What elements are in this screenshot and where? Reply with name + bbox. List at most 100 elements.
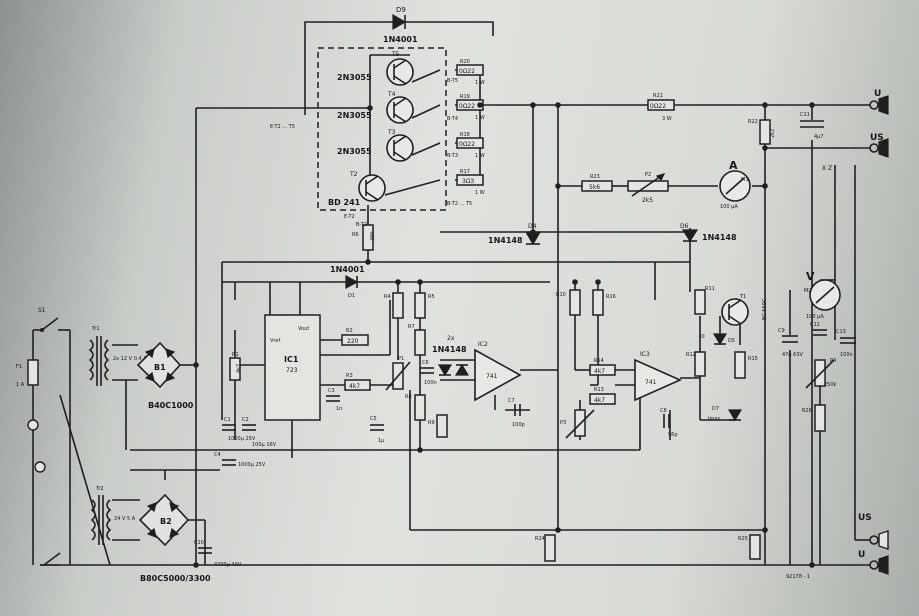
c3-value: 1n: [336, 406, 342, 412]
ic1-vout: Vout: [298, 326, 309, 332]
capacitor-c13: C13 100n: [836, 329, 856, 358]
capacitor-c6: C6 100n: [420, 360, 437, 386]
r16-ref: R16: [606, 294, 616, 300]
resistor-r12: R12: [686, 351, 706, 377]
c12-ref: C12: [810, 322, 820, 328]
r3-value: 4k7: [349, 383, 360, 390]
r20-ref: R20: [460, 59, 470, 65]
resistor-r18: R18 0Ω22 1 W: [456, 132, 485, 159]
voltmeter-symbol: V: [806, 270, 815, 283]
r23-value: 5k6: [589, 184, 600, 191]
resistor-r10: R10: [556, 289, 581, 316]
r1-value: 4k7: [236, 364, 242, 373]
r14-ref: R14: [594, 358, 604, 364]
r8-ref: R8: [405, 394, 412, 400]
capacitor-c3: C3 1n: [326, 388, 342, 412]
diode-pair-value: 1N4148: [432, 345, 467, 354]
terminal-u-plus-label: U: [874, 89, 881, 99]
label-b-t3: B-T3: [447, 153, 458, 159]
resistor-r6: R6 390: [352, 224, 376, 251]
label-b-t2: B-T2 ... T5: [447, 201, 472, 207]
diode-pair-count: 2x: [447, 335, 455, 342]
c8-ref: C8: [660, 408, 667, 414]
b1-ref: B1: [154, 363, 166, 372]
resistor-r1: R1 4k7: [229, 352, 242, 381]
transistor-t2: T2 BD 241: [328, 171, 386, 207]
p2-ref: P2: [645, 172, 651, 178]
r19-rating: 1 W: [475, 115, 485, 121]
r2-value: 220: [347, 338, 359, 345]
wiring: [32, 21, 870, 566]
resistor-r13: R13 4k7: [589, 387, 616, 405]
capacitor-c10: C10 4700μ 40V: [194, 540, 242, 568]
ic3-value: 741: [645, 379, 657, 386]
diode-pair: 2x 1N4148: [432, 335, 470, 377]
c9-ref: C9: [778, 328, 785, 334]
f1-ref: F1: [16, 364, 22, 370]
label-b-t4: B-T4: [447, 116, 458, 122]
c4-ref: C4: [214, 452, 221, 458]
resistor-r15: R15: [734, 351, 758, 379]
r20-rating: 1 W: [475, 80, 485, 86]
r24-ref: R24: [535, 536, 545, 542]
c13-value: 100n: [840, 352, 853, 358]
c4-value: 1000μ 25V: [238, 462, 266, 468]
r17-ref: R17: [460, 169, 470, 175]
t2-ref: T2: [349, 171, 358, 178]
r19-ref: R19: [460, 94, 470, 100]
r12-ref: R12: [686, 352, 696, 358]
tr2-secondary: 24 V 5 A: [114, 516, 136, 522]
d9-ref: D9: [396, 6, 406, 14]
led-d7: D7 Imax: [708, 406, 743, 422]
terminal-us-plus: US: [869, 133, 889, 158]
transistor-t1: T1 BC 550C: [721, 294, 768, 326]
r15-ref: R15: [748, 356, 758, 362]
figure-code: 92178 - 1: [786, 574, 810, 580]
label-b-t5: B-T5: [447, 78, 458, 84]
label-io: I0: [700, 334, 705, 340]
transformer-tr1: Tr1 2x 12 V 0.4 A: [88, 326, 147, 386]
ic1-value: 723: [286, 367, 298, 374]
resistor-r2: R2 220: [341, 328, 369, 346]
c11-value: 4μ7: [814, 134, 824, 140]
capacitor-c8: C8 56p: [660, 408, 678, 438]
r7-ref: R7: [408, 324, 415, 330]
capacitor-c11: C11 4μ7: [800, 112, 824, 140]
capacitor-c7: C7 100p: [508, 398, 525, 428]
c3-ref: C3: [328, 388, 335, 394]
ic3-ref: IC3: [640, 351, 650, 358]
resistor-r23: R23 5k6: [581, 174, 613, 192]
label-emitter-group: E-T2 ... T5: [270, 124, 295, 130]
d5-ref: D5: [728, 338, 735, 344]
r25-ref: R25: [738, 536, 748, 542]
t5-ref: T5: [391, 51, 400, 58]
c1-value: 1000μ 25V: [228, 436, 256, 442]
power-stage-box: [317, 47, 447, 211]
resistor-r14: R14 4k7: [589, 358, 616, 376]
r21-rating: 3 W: [662, 116, 672, 122]
ic1-723: IC1 723 Vout Vref: [264, 314, 321, 421]
c8-value: 56p: [668, 432, 678, 438]
bridge-b1: B1 B40C1000: [136, 341, 194, 410]
r5-ref: R5: [428, 294, 435, 300]
ic2-ref: IC2: [478, 341, 488, 348]
d6-ref: D6: [680, 223, 689, 230]
resistor-r11: R11: [694, 286, 715, 315]
terminal-u-plus: U: [869, 89, 889, 115]
ic1-ref: IC1: [284, 355, 299, 364]
terminal-u-minus: U: [858, 550, 889, 575]
transistor-t4: T4 2N3055: [337, 91, 414, 124]
switch-s1: S1: [38, 307, 61, 566]
mains-inputs: [27, 419, 46, 473]
t2-value: BD 241: [328, 198, 361, 207]
c2-value: 100μ 16V: [252, 442, 277, 448]
capacitor-c12: C12: [810, 322, 827, 336]
r10-ref: R10: [556, 292, 566, 298]
d4-ref: D4: [528, 223, 537, 230]
capacitor-c1: C1 1000μ 25V: [222, 417, 256, 442]
diode-d9: D9 1N4001: [383, 6, 418, 44]
r22-value: 2k2: [770, 129, 776, 138]
transistor-t5: T5 2N3055: [337, 51, 414, 86]
